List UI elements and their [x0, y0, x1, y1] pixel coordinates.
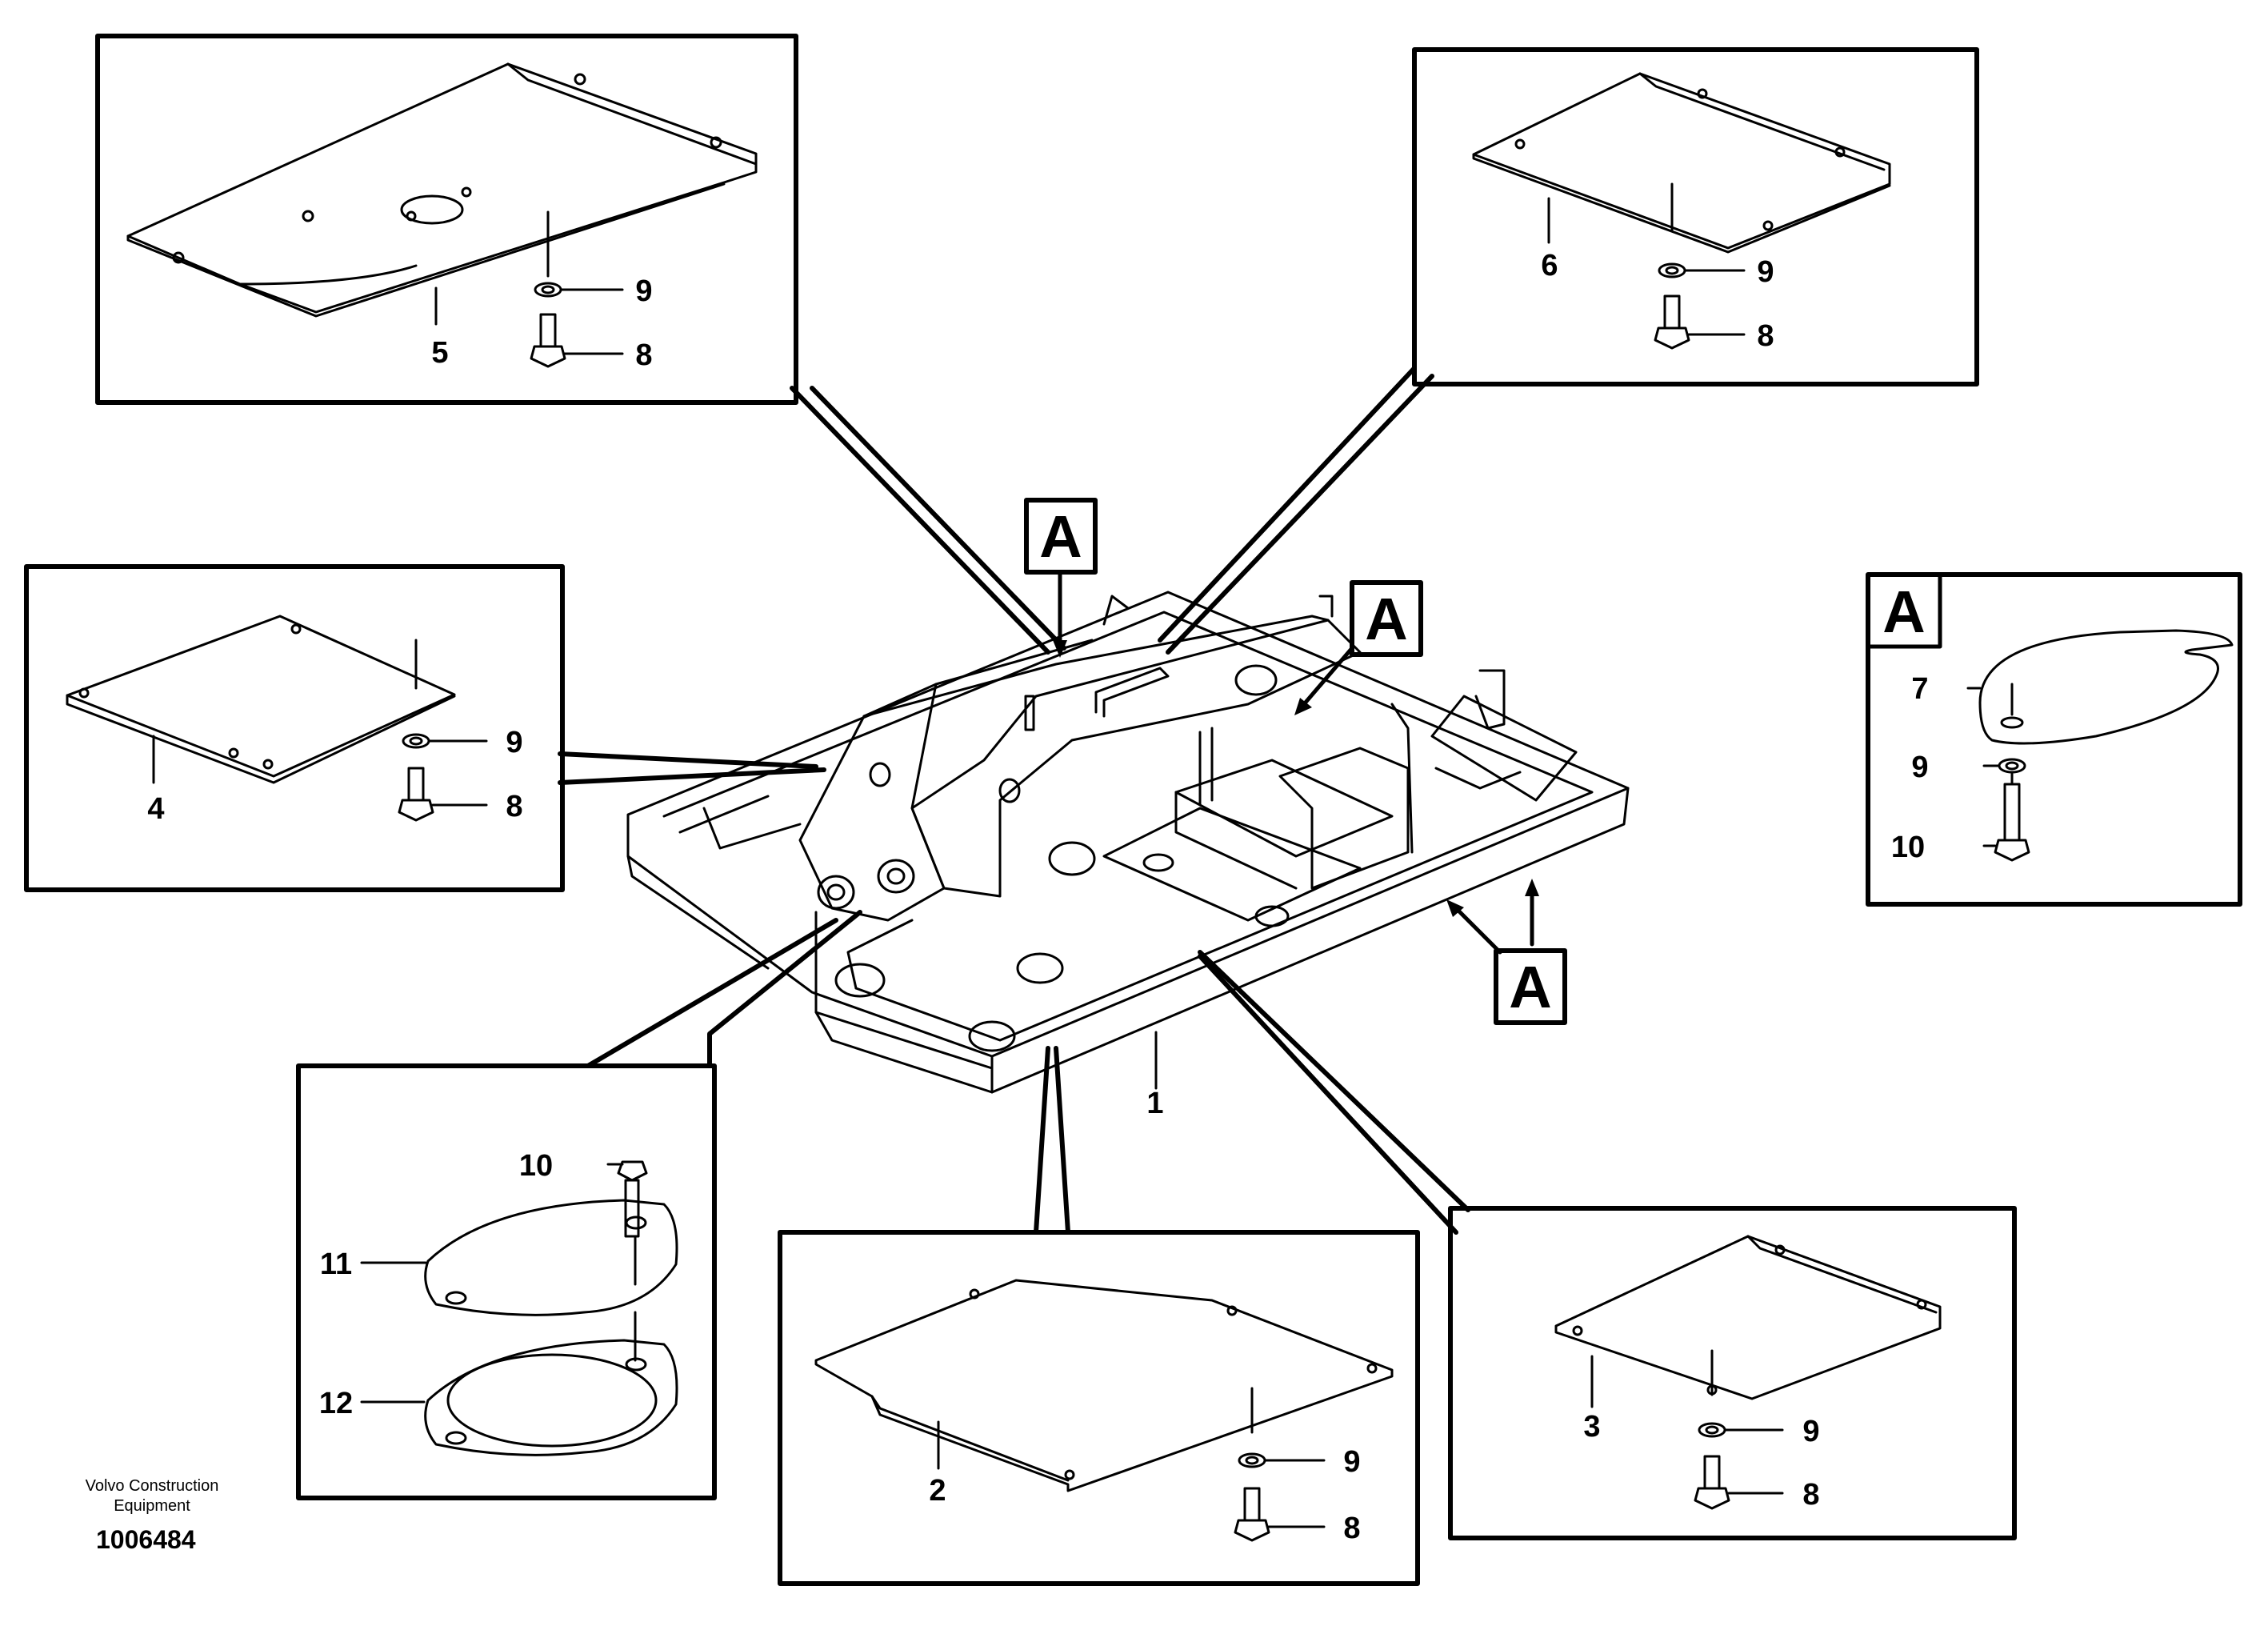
callout-9-panel-3: 9	[1802, 1415, 1819, 1448]
callout-11: 11	[320, 1248, 352, 1281]
callout-12: 12	[319, 1387, 353, 1420]
callout-8-panel-5: 8	[635, 338, 652, 372]
callout-8-panel-6: 8	[1757, 319, 1774, 353]
callout-6: 6	[1541, 249, 1558, 282]
panel-4-leader	[558, 751, 826, 785]
panel-3-leader	[1198, 950, 1470, 1235]
view-marker-a-right: A	[1365, 586, 1407, 652]
marker-a-leaders	[1058, 571, 1534, 955]
drawing-number: 1006484	[96, 1525, 196, 1554]
detail-view-a-title: A	[1882, 579, 1925, 645]
callout-10-cover-group: 10	[519, 1149, 553, 1183]
callout-2: 2	[929, 1474, 946, 1508]
callout-9-panel-2: 9	[1343, 1445, 1360, 1479]
panel-3	[1554, 1235, 1942, 1408]
callout-8-panel-3: 8	[1802, 1478, 1819, 1512]
panel-2	[814, 1279, 1394, 1492]
marker-a-frames	[1024, 498, 1567, 1025]
panel-4	[66, 615, 456, 784]
panel-5-leader	[790, 386, 1066, 655]
view-marker-a-bottom: A	[1509, 954, 1551, 1020]
detail-box-frames	[24, 34, 2242, 1586]
cover-11-leader	[586, 910, 862, 1068]
view-marker-a-top: A	[1039, 503, 1082, 570]
panel-4-screw-stack	[398, 733, 488, 822]
callout-8-panel-2: 8	[1343, 1512, 1360, 1545]
callout-8-panel-4: 8	[506, 790, 522, 823]
callout-9-panel-6: 9	[1757, 255, 1774, 289]
cover-7	[1966, 629, 2234, 745]
panel-2-screw-stack	[1234, 1452, 1326, 1542]
callout-9-detail-a: 9	[1911, 751, 1928, 784]
panel-6-screw-stack	[1654, 182, 1746, 350]
panel-6	[1472, 72, 1891, 254]
callout-9-panel-4: 9	[506, 726, 522, 759]
callout-3: 3	[1583, 1410, 1600, 1444]
callout-7: 7	[1911, 672, 1928, 706]
callout-4: 4	[147, 792, 164, 826]
upper-frame	[626, 591, 1630, 1094]
panel-5-screw-stack	[434, 210, 624, 368]
panel-3-screw-stack	[1694, 1422, 1784, 1510]
detail-a-screw-stack	[1982, 758, 2030, 862]
panel-5	[126, 62, 758, 318]
callout-10-detail-a: 10	[1891, 831, 1925, 864]
cover-11-group	[360, 1160, 678, 1456]
callout-9-panel-5: 9	[635, 274, 652, 308]
publisher-label: Volvo Construction Equipment	[85, 1477, 219, 1515]
callout-5: 5	[431, 336, 448, 370]
callout-1: 1	[1146, 1087, 1163, 1120]
panel-2-leader	[1034, 1046, 1070, 1235]
